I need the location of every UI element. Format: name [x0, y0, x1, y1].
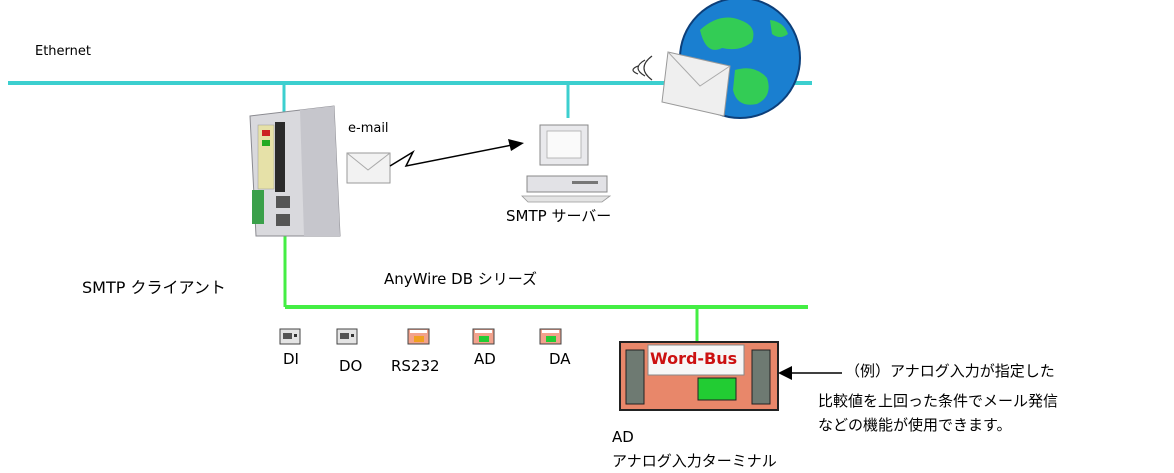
- note-line2: 比較値を上回った条件でメール発信: [818, 392, 1059, 410]
- note-line3: などの機能が使用できます。: [818, 416, 1012, 434]
- digital-input-module-icon: [279, 328, 301, 345]
- send-arrow-icon: [389, 139, 524, 168]
- analog-output-module-icon: [539, 328, 562, 345]
- smtp-server-computer-icon: [521, 124, 612, 203]
- analog-input-terminal-icon: [619, 341, 779, 411]
- module-label-do: DO: [339, 357, 363, 375]
- digital-output-module-icon: [336, 328, 358, 345]
- email-envelope-icon: [346, 152, 391, 184]
- module-label-rs232: RS232: [391, 357, 440, 375]
- module-label-da: DA: [549, 350, 571, 368]
- module-label-ad: AD: [474, 350, 496, 368]
- ethernet-label: Ethernet: [35, 44, 91, 59]
- terminal-name-line2: アナログ入力ターミナル: [612, 452, 777, 470]
- analog-input-module-icon: [472, 328, 495, 345]
- globe-email-envelope-icon: [632, 51, 731, 117]
- smtp-client-label: SMTP クライアント: [82, 278, 226, 297]
- anywire-bus-label: AnyWire DB シリーズ: [384, 270, 538, 288]
- email-label: e-mail: [348, 121, 389, 136]
- terminal-name-line1: AD: [612, 428, 634, 446]
- smtp-client-device-icon: [249, 105, 341, 237]
- module-label-di: DI: [283, 350, 299, 368]
- note-line1: （例）アナログ入力が指定した: [845, 362, 1055, 380]
- smtp-server-label: SMTP サーバー: [506, 207, 612, 225]
- rs232-module-icon: [407, 328, 430, 345]
- callout-arrow-icon: [778, 366, 842, 380]
- terminal-brand-text: Word-Bus: [650, 349, 738, 368]
